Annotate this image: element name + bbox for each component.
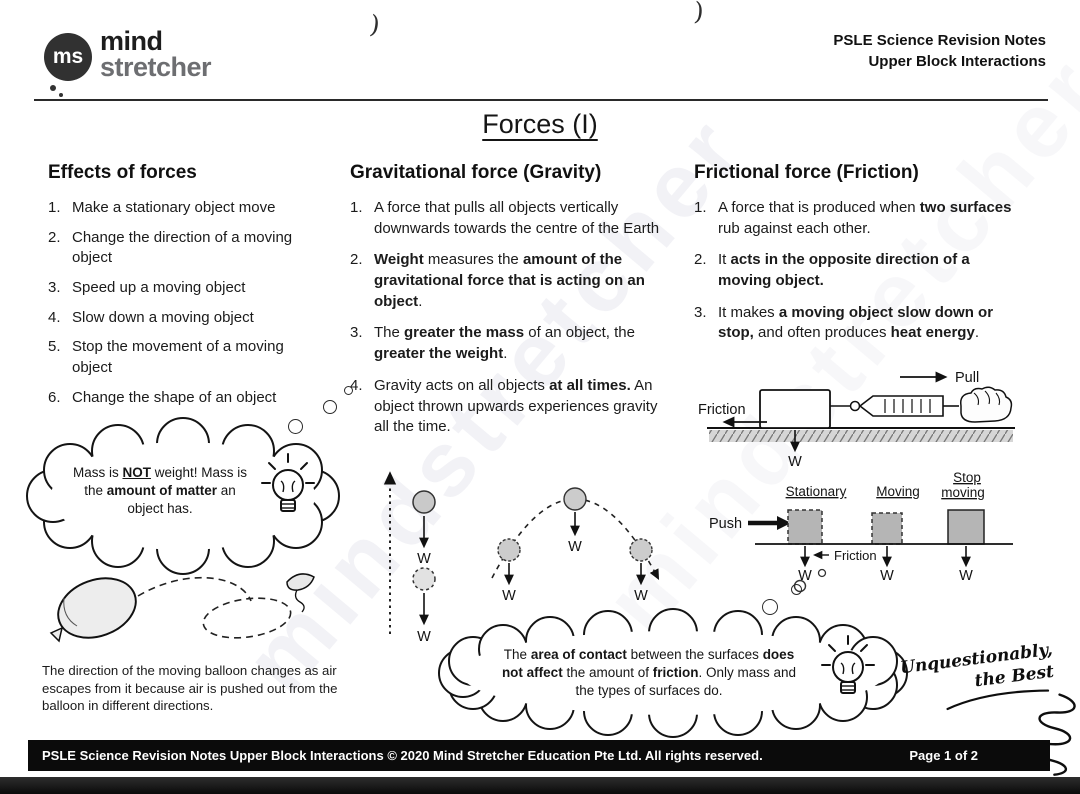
list-item: It acts in the opposite direction of a m… <box>694 250 970 290</box>
gravity-heading: Gravitational force (Gravity) <box>350 162 602 183</box>
mass-note-text: Mass is NOT weight! Mass is the amount o… <box>72 465 248 517</box>
scan-bottom-edge <box>0 777 1080 794</box>
weight-label: W <box>880 568 894 584</box>
frictional-force-section: Frictional force (Friction) A force that… <box>694 162 1026 355</box>
cloud-outline <box>438 608 908 738</box>
balloon-caption: The direction of the moving balloon chan… <box>42 663 338 714</box>
logo-dot <box>50 85 56 91</box>
weight-label: W <box>502 588 516 604</box>
gravity-list: A force that pulls all objects verticall… <box>350 198 664 438</box>
list-item: Weight measures the amount of the gravit… <box>350 250 645 310</box>
weight-label: W <box>959 568 973 584</box>
weight-label: W <box>417 551 431 567</box>
list-item: Change the shape of an object <box>48 388 277 408</box>
header-title-line1: PSLE Science Revision Notes <box>833 32 1046 49</box>
slogan: Unquestionably, the Best <box>899 639 1057 717</box>
scan-circle-artifact <box>323 400 337 414</box>
lightbulb-icon <box>821 635 875 694</box>
projectile-arc-diagram: W W W <box>491 487 660 604</box>
logo-word-mind: mind <box>100 26 163 56</box>
friction-note-text: The area of contact between the surfaces… <box>501 647 797 699</box>
logo-monogram: ms <box>52 45 84 68</box>
cloud-outline <box>26 417 340 575</box>
ms-logo-icon: ms <box>44 33 92 81</box>
moving-label: Moving <box>876 484 920 499</box>
stopping-block <box>947 509 985 545</box>
weight-label: W <box>568 539 582 555</box>
thought-bubble-circle <box>791 584 802 595</box>
document-header: PSLE Science Revision Notes Upper Block … <box>833 30 1046 72</box>
stop-moving-label-line2: moving <box>941 485 985 500</box>
list-item: Slow down a moving object <box>48 308 254 328</box>
mind-stretcher-logo: mind stretcher <box>100 26 212 82</box>
stationary-block <box>787 509 823 545</box>
stop-moving-label-line1: Stop <box>953 470 981 485</box>
ground-hatch <box>709 430 1013 442</box>
thought-bubble-circle <box>288 419 303 434</box>
spring-doodle <box>1033 693 1076 776</box>
weight-label: W <box>417 629 431 645</box>
page-title-text: Forces (I) <box>482 109 598 139</box>
friction-note-cloud: The area of contact between the surfaces… <box>438 608 908 738</box>
list-item: A force that is produced when two surfac… <box>694 198 1012 237</box>
scan-circle-artifact <box>817 568 827 578</box>
page-title: Forces (I) <box>0 109 1080 140</box>
scan-artifact-mark: ) <box>692 0 706 27</box>
header-divider <box>34 99 1048 101</box>
scan-artifact-mark: ) <box>368 9 382 40</box>
thought-bubble-circle <box>762 599 778 615</box>
effects-of-forces-section: Effects of forces Make a stationary obje… <box>48 162 320 418</box>
list-item: A force that pulls all objects verticall… <box>350 198 660 237</box>
underline-swoosh <box>946 689 1050 711</box>
pull-label: Pull <box>955 370 979 386</box>
friction-label: Friction <box>698 402 746 418</box>
list-item: Stop the movement of a moving object <box>48 337 284 377</box>
footer-bar: PSLE Science Revision Notes Upper Block … <box>28 740 1050 771</box>
scan-circle-artifact <box>344 386 353 395</box>
list-item: The greater the mass of an object, the g… <box>350 323 635 363</box>
friction-list: A force that is produced when two surfac… <box>694 198 1026 344</box>
stationary-label: Stationary <box>786 484 847 499</box>
list-item: Gravity acts on all objects at all times… <box>350 376 658 436</box>
logo-dot <box>59 93 63 97</box>
balloon-diagram <box>49 573 315 643</box>
friction-label: Friction <box>834 548 877 563</box>
hand <box>959 386 1013 423</box>
list-item: Change the direction of a moving object <box>48 228 293 267</box>
weight-label: W <box>798 568 812 584</box>
footer-page-number: Page 1 of 2 <box>909 748 978 763</box>
effects-heading: Effects of forces <box>48 162 197 183</box>
list-item: It makes a moving object slow down or st… <box>694 303 994 342</box>
push-label: Push <box>709 516 742 532</box>
footer-copyright: PSLE Science Revision Notes Upper Block … <box>42 748 763 763</box>
mass-note-cloud: Mass is NOT weight! Mass is the amount o… <box>26 417 340 575</box>
weight-label: W <box>634 588 648 604</box>
header-title-line2: Upper Block Interactions <box>868 53 1046 70</box>
push-blocks-diagram: Stationary Moving Stop moving Push W W W… <box>709 470 1013 593</box>
hook <box>849 400 861 412</box>
effects-list: Make a stationary object move Change the… <box>48 198 320 409</box>
falling-object-diagram: W W <box>383 471 436 645</box>
friction-heading: Frictional force (Friction) <box>694 162 919 183</box>
list-item: Speed up a moving object <box>48 278 246 298</box>
logo-word-stretcher: stretcher <box>100 52 212 82</box>
block <box>759 389 831 429</box>
list-item: Make a stationary object move <box>48 198 276 218</box>
pull-friction-diagram: Pull Friction W <box>698 370 1015 470</box>
moving-block <box>871 512 903 545</box>
weight-label: W <box>788 454 802 470</box>
lightbulb-icon <box>261 453 315 512</box>
gravitational-force-section: Gravitational force (Gravity) A force th… <box>350 162 664 449</box>
